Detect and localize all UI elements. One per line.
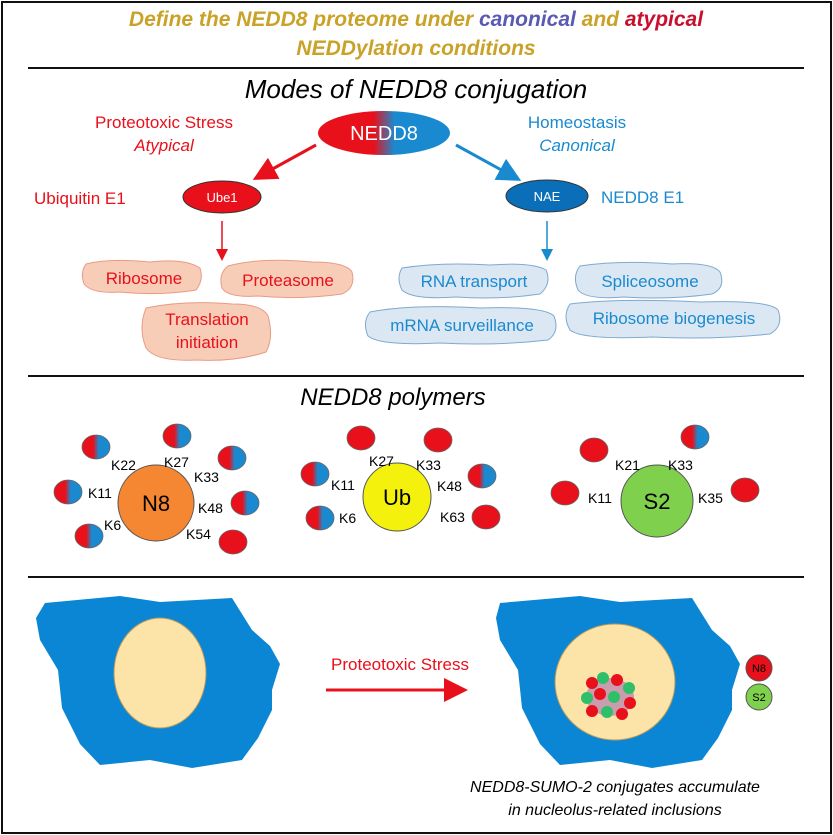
mrna-surveillance-label: mRNA surveillance xyxy=(390,316,534,335)
left-mode-line1: Proteotoxic Stress xyxy=(95,113,233,132)
main-title-line2: NEDDylation conditions xyxy=(296,37,535,60)
n8-lysine-k22: K22 xyxy=(111,457,136,473)
cell-before-nucleus xyxy=(113,617,207,729)
s2-satellite-k21 xyxy=(579,437,609,463)
ub-lysine-k33: K33 xyxy=(416,457,441,473)
ub-satellite-k33 xyxy=(423,427,453,453)
ribosome-blob xyxy=(81,259,202,295)
caption-line1: NEDD8-SUMO-2 conjugates accumulate xyxy=(470,779,760,796)
n8-core-label: N8 xyxy=(142,491,170,516)
n8-satellite-k54 xyxy=(218,529,248,555)
ubiquitin-e1-label: Ubiquitin E1 xyxy=(34,189,126,208)
legend-s2-label: S2 xyxy=(752,692,765,704)
s2-satellite-k33 xyxy=(680,424,710,450)
s2-polymer-group: S2 K21 K33 K11 K35 xyxy=(550,424,760,538)
rna-transport-label: RNA transport xyxy=(421,272,528,291)
n8-satellite-k22 xyxy=(81,434,111,460)
ub-lysine-k48: K48 xyxy=(437,478,462,494)
inclusion-n8-dot xyxy=(594,688,606,700)
s2-lysine-k33: K33 xyxy=(668,457,693,473)
conjugation-heading: Modes of NEDD8 conjugation xyxy=(245,74,588,104)
ub-satellite-k27 xyxy=(346,425,376,451)
ribosome-biogenesis-label: Ribosome biogenesis xyxy=(593,309,756,328)
mrna-surveillance-blob xyxy=(364,306,557,345)
ub-satellite-k63 xyxy=(471,504,501,530)
left-mode-line2: Atypical xyxy=(133,136,195,155)
polymers-heading: NEDD8 polymers xyxy=(300,384,485,411)
right-mode-line2: Canonical xyxy=(539,136,616,155)
initiation-label: initiation xyxy=(176,333,238,352)
legend-s2-circle xyxy=(745,683,773,711)
inclusion-n8-dot xyxy=(616,708,628,720)
ribosome-label: Ribosome xyxy=(106,269,183,288)
ub-satellite-k6 xyxy=(305,505,335,531)
ub-lysine-k63: K63 xyxy=(440,509,465,525)
inclusion-s2-dot xyxy=(623,682,635,694)
s2-satellite-k11 xyxy=(550,480,580,506)
s2-core xyxy=(620,464,694,538)
n8-polymer-group: N8 K22 K27 K33 K11 K48 K6 K54 xyxy=(53,423,260,555)
n8-satellite-k48 xyxy=(230,490,260,516)
nedd8-ellipse xyxy=(318,111,450,155)
inclusion-s2-dot xyxy=(581,692,593,704)
ub-lysine-k11: K11 xyxy=(331,477,355,493)
s2-core-label: S2 xyxy=(644,489,671,514)
inclusion-s2-dot xyxy=(608,691,620,703)
inclusion-n8-dot xyxy=(624,697,636,709)
spliceosome-blob xyxy=(574,261,723,299)
ub-lysine-k27: K27 xyxy=(369,453,394,469)
n8-core xyxy=(117,464,195,542)
ub-polymer-group: Ub K27 K33 K11 K48 K6 K63 xyxy=(300,425,501,532)
inclusion-n8-dot xyxy=(611,674,623,686)
n8-lysine-k48: K48 xyxy=(198,500,223,516)
ribosome-biogenesis-blob xyxy=(565,299,781,339)
ub-lysine-k6: K6 xyxy=(339,510,356,526)
nae-ellipse xyxy=(505,179,589,213)
arrow-to-ube1 xyxy=(252,143,317,180)
ub-satellite-k11 xyxy=(300,461,330,487)
legend-n8-label: N8 xyxy=(752,663,766,675)
ube1-label: Ube1 xyxy=(206,190,237,205)
right-mode-line1: Homeostasis xyxy=(528,113,626,132)
nedd8-e1-label: NEDD8 E1 xyxy=(601,188,684,207)
n8-lysine-k33: K33 xyxy=(194,469,219,485)
n8-lysine-k54: K54 xyxy=(186,526,211,542)
proteasome-label: Proteasome xyxy=(242,271,334,290)
rna-transport-blob xyxy=(398,263,549,299)
n8-lysine-k6: K6 xyxy=(104,517,121,533)
n8-satellite-k33 xyxy=(217,445,247,471)
inclusion-n8-dot xyxy=(586,705,598,717)
inclusion-s2-dot xyxy=(601,706,613,718)
ub-satellite-k48 xyxy=(467,463,497,489)
translation-label: Translation xyxy=(165,310,248,329)
inclusion-n8-dot xyxy=(586,677,598,689)
caption-line2: in nucleolus-related inclusions xyxy=(508,802,721,819)
n8-lysine-k11: K11 xyxy=(88,485,112,501)
s2-lysine-k11: K11 xyxy=(588,490,612,506)
arrow-to-nae xyxy=(455,143,522,181)
stress-arrow-label: Proteotoxic Stress xyxy=(331,655,469,674)
s2-lysine-k21: K21 xyxy=(615,457,640,473)
n8-satellite-k27 xyxy=(162,423,192,449)
legend-n8-circle xyxy=(745,654,773,682)
inclusion-cluster xyxy=(581,672,636,720)
n8-satellite-k6 xyxy=(74,523,104,549)
nae-label: NAE xyxy=(534,189,561,204)
ub-core-label: Ub xyxy=(383,485,411,510)
spliceosome-label: Spliceosome xyxy=(601,272,698,291)
s2-lysine-k35: K35 xyxy=(698,490,723,506)
ube1-ellipse xyxy=(182,180,262,214)
n8-satellite-k11 xyxy=(53,479,83,505)
ub-core xyxy=(362,462,432,532)
s2-satellite-k35 xyxy=(730,477,760,503)
n8-lysine-k27: K27 xyxy=(164,454,189,470)
translation-initiation-blob xyxy=(141,302,272,361)
nedd8-label: NEDD8 xyxy=(350,123,418,145)
proteasome-blob xyxy=(220,259,354,299)
main-title-line1: Define the NEDD8 proteome under canonica… xyxy=(129,8,704,31)
inclusion-s2-dot xyxy=(597,672,609,684)
